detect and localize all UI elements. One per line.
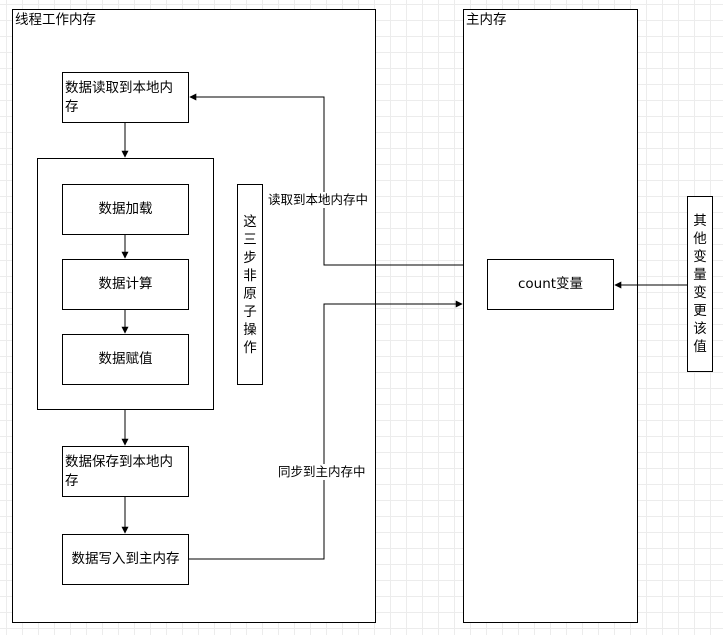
edge-read-label: 读取到本地内存中: [267, 192, 370, 208]
non-atomic-note: 这三步非原子操作: [237, 184, 263, 385]
thread-memory-title: 线程工作内存: [15, 12, 96, 28]
step-load: 数据加载: [62, 184, 189, 235]
step-save-local-label: 数据保存到本地内存: [65, 453, 173, 489]
step-read-local: 数据读取到本地内存: [62, 72, 189, 123]
step-read-local-label: 数据读取到本地内存: [65, 79, 173, 115]
edge-sync-label: 同步到主内存中: [277, 464, 367, 480]
step-write-main: 数据写入到主内存: [62, 534, 189, 585]
step-write-main-label: 数据写入到主内存: [71, 551, 180, 567]
main-memory-title: 主内存: [466, 12, 507, 28]
non-atomic-note-label: 这三步非原子操作: [243, 213, 257, 356]
other-change-note-label: 其他变量变更该值: [693, 213, 707, 355]
other-change-note: 其他变量变更该值: [687, 196, 713, 372]
edge-write-to-main: [189, 300, 463, 560]
step-assign: 数据赋值: [62, 334, 189, 385]
count-variable-node: count变量: [487, 259, 614, 310]
count-variable-label: count变量: [517, 276, 584, 292]
step-compute-label: 数据计算: [98, 276, 153, 292]
main-memory-container: 主内存: [463, 9, 638, 623]
edge-main-to-read-local: [189, 93, 463, 266]
step-load-label: 数据加载: [98, 201, 153, 217]
step-assign-label: 数据赋值: [98, 351, 153, 367]
step-compute: 数据计算: [62, 259, 189, 310]
step-save-local: 数据保存到本地内存: [62, 446, 189, 497]
